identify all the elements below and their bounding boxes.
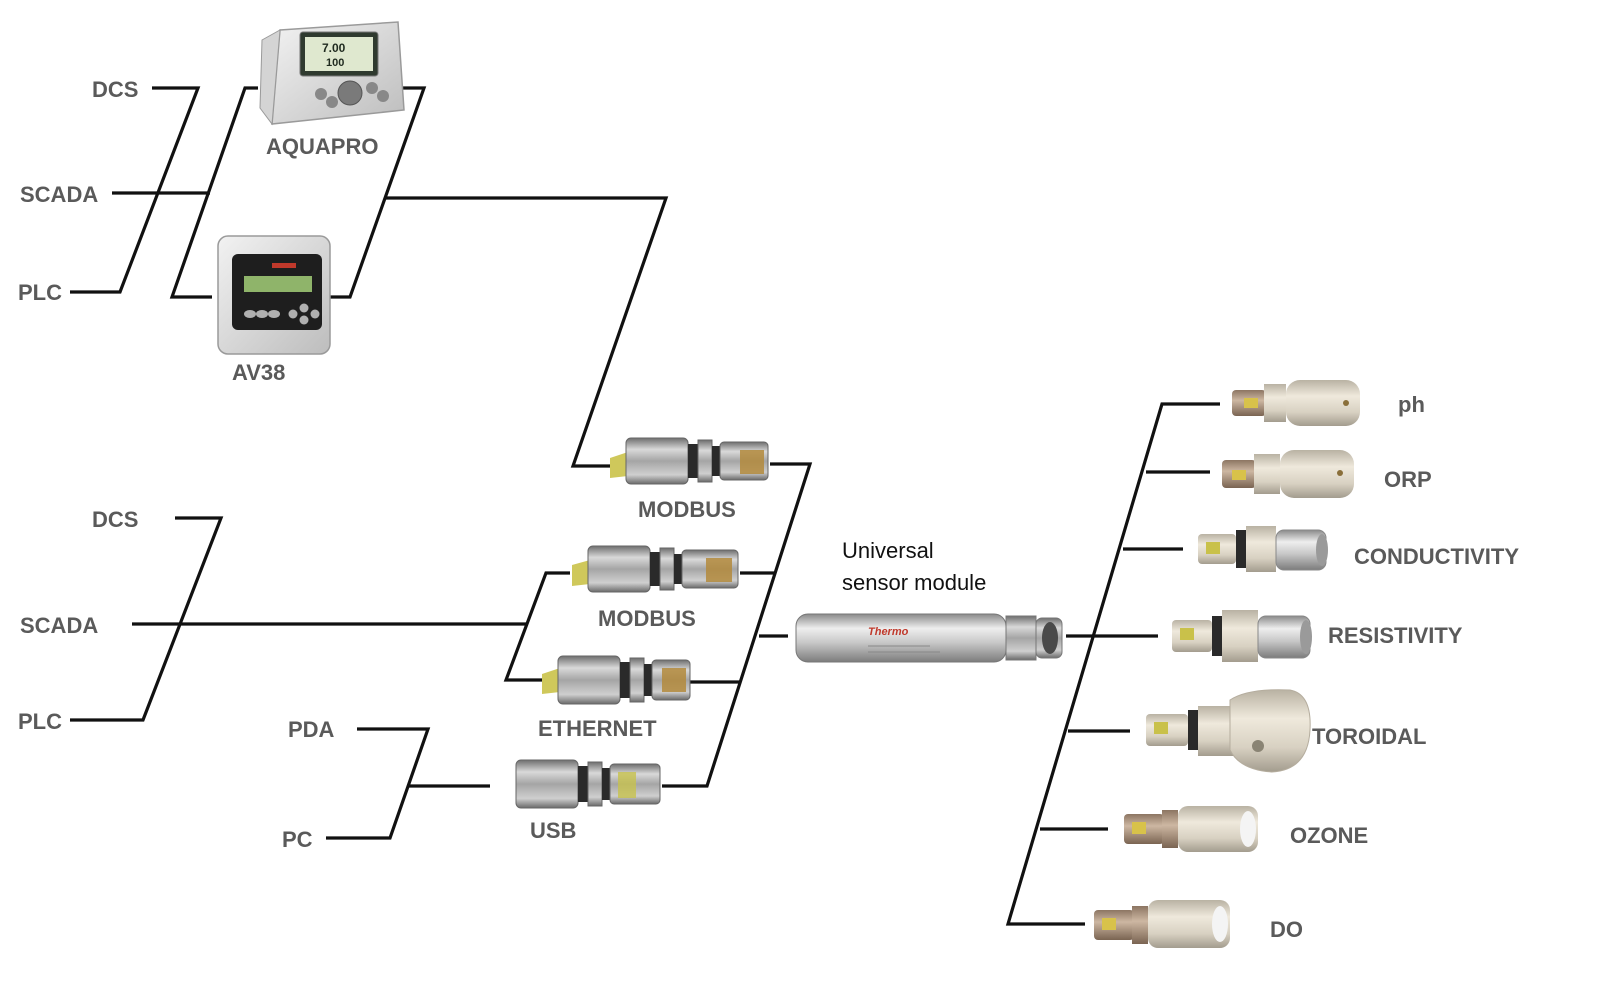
label-aquapro: AQUAPRO — [266, 134, 378, 159]
sensor-label-toroidal: TOROIDAL — [1312, 724, 1426, 749]
label-plc-bottom: PLC — [18, 709, 62, 734]
adapter-ethernet — [542, 655, 691, 705]
label-adapter-4: USB — [530, 818, 576, 843]
wire-adapter-bus — [662, 462, 813, 788]
sensor-do — [1094, 900, 1230, 948]
label-scada-top: SCADA — [20, 182, 98, 207]
wire-pda — [326, 727, 431, 840]
sensor-label-orp: ORP — [1384, 467, 1432, 492]
aquapro-screen-value2: 100 — [326, 57, 344, 69]
label-pc: PC — [282, 827, 313, 852]
aquapro-screen-value1: 7.00 — [322, 41, 346, 55]
adapter-usb — [515, 759, 661, 809]
sensor-ph — [1232, 380, 1360, 426]
wire-controllers-modbus — [386, 196, 669, 468]
wires — [70, 86, 1220, 926]
av38-controller — [217, 235, 331, 355]
label-dcs-top: DCS — [92, 77, 138, 102]
label-adapter-3: ETHERNET — [538, 716, 657, 741]
module-label-line2: sensor module — [842, 570, 986, 595]
label-scada-bottom: SCADA — [20, 613, 98, 638]
wire-aquapro-av38-right — [325, 86, 427, 299]
wire-modbus-ethernet-bus — [503, 571, 570, 682]
universal-sensor-module: Thermo — [795, 613, 1063, 663]
wire-sensor-trunk — [1005, 402, 1220, 926]
adapter-modbus-2 — [572, 545, 739, 593]
sensor-label-do: DO — [1270, 917, 1303, 942]
wire-dcs-top — [70, 86, 201, 294]
label-plc-top: PLC — [18, 280, 62, 305]
sensor-toroidal — [1146, 689, 1311, 773]
wire-dcs-bottom — [70, 516, 224, 722]
sensor-label-conductivity: CONDUCTIVITY — [1354, 544, 1519, 569]
label-adapter-2: MODBUS — [598, 606, 696, 631]
sensor-ozone — [1124, 806, 1258, 852]
aquapro-controller: 7.00 100 — [259, 21, 405, 126]
sensor-resistivity — [1172, 610, 1312, 662]
module-label-line1: Universal — [842, 538, 934, 563]
label-pda: PDA — [288, 717, 335, 742]
sensor-label-ph: ph — [1398, 392, 1425, 417]
sensor-label-resistivity: RESISTIVITY — [1328, 623, 1463, 648]
label-dcs-bottom: DCS — [92, 507, 138, 532]
sensor-label-ozone: OZONE — [1290, 823, 1368, 848]
sensor-conductivity — [1198, 526, 1328, 572]
label-adapter-1: MODBUS — [638, 497, 736, 522]
adapter-modbus-1 — [610, 437, 769, 485]
module-brand-logo: Thermo — [868, 626, 909, 638]
label-av38: AV38 — [232, 360, 285, 385]
sensor-orp — [1222, 450, 1354, 498]
